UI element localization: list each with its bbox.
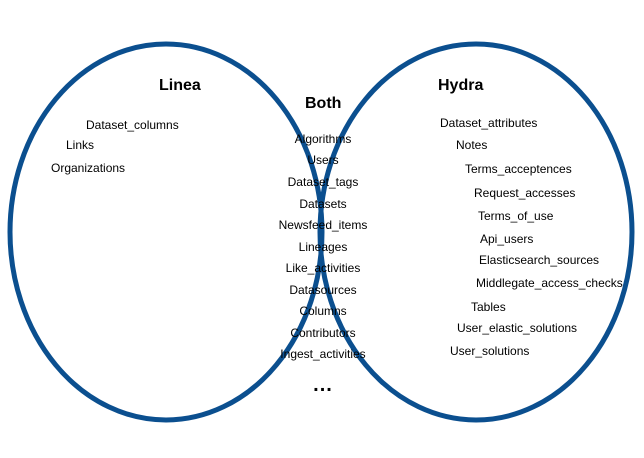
hydra-item: Notes [456,138,488,152]
hydra-item: Request_accesses [474,186,576,200]
linea-item: Organizations [51,161,126,175]
hydra-item: Dataset_attributes [440,116,538,130]
linea-title: Linea [159,77,201,94]
both-item: Dataset_tags [287,175,359,189]
hydra-item: Elasticsearch_sources [479,253,600,267]
both-item: Ingest_activities [280,347,366,361]
hydra-circle [317,41,635,423]
linea-item: Dataset_columns [86,118,179,132]
hydra-item: Tables [471,300,506,314]
both-item: Like_activities [285,261,361,275]
both-ellipsis: ... [313,374,333,396]
hydra-item: Middlegate_access_checks [476,276,623,290]
both-item: Columns [299,304,347,318]
both-item: Datasources [289,283,357,297]
both-item: Lineages [298,240,348,254]
linea-circle [7,41,325,423]
hydra-item: User_elastic_solutions [457,321,578,335]
both-item: Users [307,153,339,167]
both-title: Both [305,95,342,112]
hydra-item: User_solutions [450,344,530,358]
hydra-item: Terms_acceptences [465,162,572,176]
both-item: Datasets [299,197,347,211]
both-item: Newsfeed_items [278,218,368,232]
linea-item: Links [66,138,95,152]
hydra-item: Api_users [480,232,534,246]
hydra-title: Hydra [438,77,484,94]
both-item: Contributors [290,326,356,340]
hydra-item: Terms_of_use [478,209,554,223]
both-item: Algorithms [294,132,352,146]
